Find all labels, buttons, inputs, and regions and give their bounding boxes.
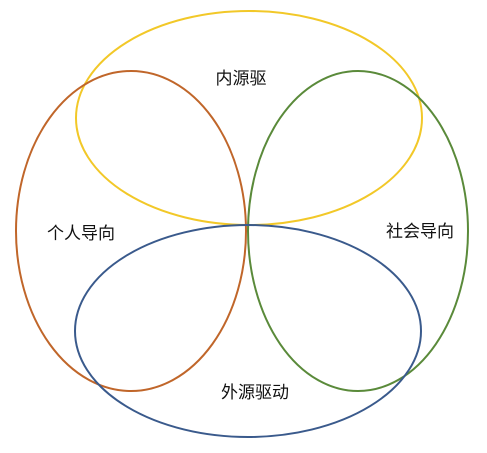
label-bottom: 外源驱动 <box>221 383 289 403</box>
label-top: 内源驱 <box>216 69 267 89</box>
left-ellipse <box>15 70 247 392</box>
bottom-ellipse <box>74 224 422 438</box>
top-ellipse <box>75 10 423 226</box>
right-ellipse <box>247 70 469 392</box>
label-left: 个人导向 <box>47 224 115 244</box>
label-right: 社会导向 <box>386 222 454 242</box>
